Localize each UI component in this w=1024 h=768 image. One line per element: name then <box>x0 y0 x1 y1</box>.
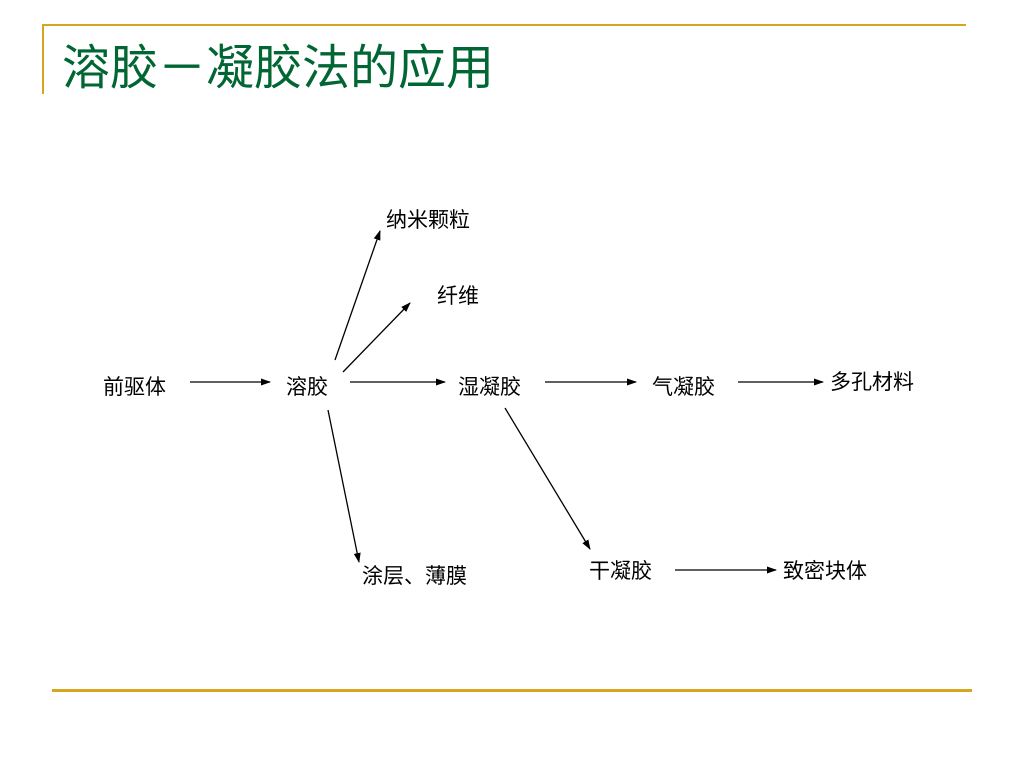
node-fiber: 纤维 <box>437 284 479 308</box>
node-sol: 溶胶 <box>286 375 328 399</box>
bottom-rule <box>52 689 972 692</box>
arrow-sol-to-fiber <box>342 302 411 373</box>
arrow-sol-to-nanoparticles <box>334 230 381 361</box>
node-xerogel: 干凝胶 <box>589 559 652 583</box>
node-aerogel: 气凝胶 <box>652 375 715 399</box>
node-porous-material: 多孔材料 <box>830 370 914 394</box>
node-coating-film: 涂层、薄膜 <box>362 564 467 588</box>
top-rule <box>42 24 966 26</box>
arrow-wet-gel-to-xerogel <box>504 407 591 550</box>
node-wet-gel: 湿凝胶 <box>458 375 521 399</box>
slide-title: 溶胶－凝胶法的应用 <box>62 40 495 96</box>
node-nanoparticles: 纳米颗粒 <box>386 208 470 232</box>
arrow-sol-to-coating <box>327 409 361 563</box>
node-precursor: 前驱体 <box>103 375 166 399</box>
left-rule <box>42 24 44 94</box>
node-dense-bulk: 致密块体 <box>783 559 867 583</box>
